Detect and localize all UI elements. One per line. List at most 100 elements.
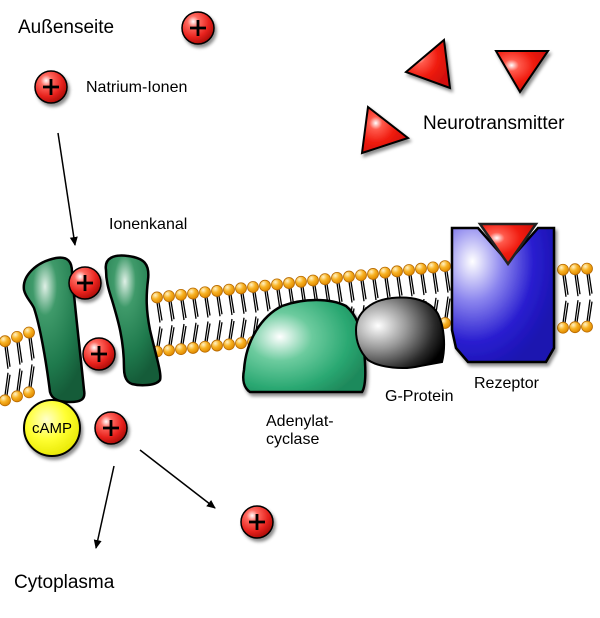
lipid-head xyxy=(211,285,223,297)
lipid-head xyxy=(175,343,187,356)
lipid-tail xyxy=(446,270,451,291)
lipid-head xyxy=(163,344,175,357)
lipid-head xyxy=(223,338,235,351)
lipid-head xyxy=(379,266,391,279)
lipid-tail xyxy=(168,301,173,322)
lipid-tail xyxy=(444,296,449,319)
lipid-tail xyxy=(228,318,233,340)
lipid-tail xyxy=(194,324,199,344)
lipid-tail xyxy=(588,273,593,294)
lipid-tail xyxy=(230,294,235,314)
neurotransmitter-triangle xyxy=(494,50,550,94)
lipid-tail xyxy=(204,321,209,342)
lipid-head xyxy=(163,290,175,303)
lipid-head xyxy=(581,320,593,333)
lipid-head xyxy=(557,321,569,334)
lipid-tail xyxy=(28,337,33,361)
lipid-tail xyxy=(338,282,343,302)
lipid-head xyxy=(151,291,163,304)
lipid-tail xyxy=(218,322,223,341)
lipid-tail xyxy=(384,277,389,299)
sodium-ion xyxy=(68,266,102,300)
lipid-head xyxy=(569,321,581,334)
lipid-head xyxy=(367,268,379,280)
lipid-tail xyxy=(586,299,591,322)
lipid-tail xyxy=(16,368,21,392)
lipid-tail xyxy=(4,372,9,396)
camp-molecule: cAMP xyxy=(23,399,81,457)
lipid-tail xyxy=(410,274,415,295)
lipid-tail xyxy=(444,270,449,293)
lipid-tail xyxy=(6,374,11,396)
lipid-tail xyxy=(408,274,413,297)
lipid-tail xyxy=(16,341,21,365)
lipid-head xyxy=(199,286,211,299)
lipid-head xyxy=(11,390,23,403)
lipid-tail xyxy=(158,328,163,347)
lipid-tail xyxy=(168,325,173,346)
receptor-bound-neurotransmitter xyxy=(477,222,539,267)
lipid-tail xyxy=(206,323,211,342)
label-ion-channel: Ionenkanal xyxy=(109,216,188,233)
lipid-head xyxy=(581,262,593,275)
lipid-head xyxy=(307,274,319,287)
lipid-head xyxy=(427,261,439,274)
lipid-tail xyxy=(562,300,567,323)
lipid-tail xyxy=(216,320,221,341)
lipid-tail xyxy=(360,280,365,302)
lipid-tail xyxy=(434,272,439,292)
lipid-tail xyxy=(206,297,211,316)
lipid-head xyxy=(23,326,35,339)
lipid-tail xyxy=(446,298,451,319)
lipid-tail xyxy=(432,272,437,294)
lipid-tail xyxy=(240,317,245,339)
lipid-head xyxy=(211,339,223,352)
lipid-tail xyxy=(420,273,425,296)
lipid-tail xyxy=(372,278,377,301)
lipid-head xyxy=(235,282,247,295)
sodium-ion xyxy=(240,505,274,539)
lipid-tail xyxy=(386,277,391,297)
lipid-tail xyxy=(170,301,175,320)
lipid-tail xyxy=(180,323,185,345)
label-g-protein: G-Protein xyxy=(385,388,454,405)
lipid-head xyxy=(187,287,199,300)
lipid-head xyxy=(283,277,295,289)
lipid-head xyxy=(259,279,271,292)
lipid-tail xyxy=(254,291,259,311)
lipid-tail xyxy=(562,274,567,297)
arrow-ions-to-channel xyxy=(57,132,78,246)
sodium-ion xyxy=(82,337,116,371)
lipid-tail xyxy=(204,297,209,318)
lipid-tail xyxy=(180,299,185,321)
lipid-tail xyxy=(374,278,379,299)
sodium-ion xyxy=(94,411,128,445)
lipid-tail xyxy=(194,298,199,317)
lipid-head xyxy=(331,271,343,284)
label-sodium-ions: Natrium-Ionen xyxy=(86,79,188,96)
label-neurotransmitter: Neurotransmitter xyxy=(423,113,565,134)
lipid-tail xyxy=(4,346,9,369)
ion-channel xyxy=(22,254,162,404)
arrow-ion-diffusion xyxy=(139,449,216,509)
lipid-tail xyxy=(170,327,175,346)
lipid-tail xyxy=(398,276,403,296)
lipid-tail xyxy=(192,322,197,344)
lipid-tail xyxy=(350,281,355,301)
lipid-head xyxy=(355,269,367,282)
lipid-tail xyxy=(230,320,235,340)
lipid-tail xyxy=(156,302,161,323)
lipid-head xyxy=(187,342,199,354)
lipid-head xyxy=(199,340,211,353)
lipid-tail xyxy=(574,300,579,323)
lipid-tail xyxy=(576,302,581,323)
lipid-head xyxy=(175,288,187,301)
sodium-ion xyxy=(181,11,215,45)
lipid-head xyxy=(23,386,35,399)
lipid-head xyxy=(403,264,415,276)
lipid-tail xyxy=(218,295,223,315)
lipid-tail xyxy=(216,295,221,317)
label-outside: Außenseite xyxy=(18,17,115,38)
lipid-tail xyxy=(576,274,581,295)
